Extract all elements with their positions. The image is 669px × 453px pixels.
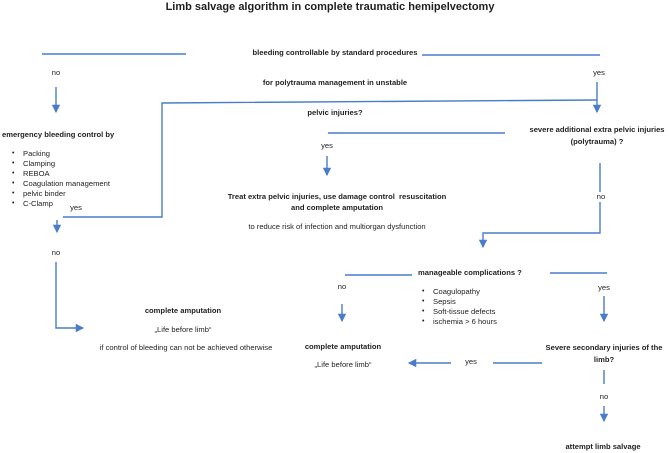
- list-item: Sepsis: [422, 297, 497, 307]
- node-severe-extra-line1: severe additional extra pelvic injuries: [529, 125, 665, 134]
- label-bleeding-yes: yes: [593, 68, 605, 77]
- list-item: Packing: [12, 149, 110, 159]
- label-manageable-yes: yes: [598, 283, 610, 292]
- node-bleeding-line1: bleeding controllable by standard proced…: [252, 48, 418, 57]
- node-bleeding-line2: for polytrauma management in unstable: [262, 78, 408, 87]
- node-bleeding-controllable: bleeding controllable by standard proced…: [253, 28, 418, 138]
- manageable-list: CoagulopathySepsisSoft-tissue defectsisc…: [422, 287, 497, 327]
- list-item: Clamping: [12, 159, 110, 169]
- label-severe-yes: yes: [321, 141, 333, 150]
- node-severe-extra-line2: (polytrauma) ?: [570, 137, 624, 146]
- label-emergency-yes: yes: [70, 203, 82, 212]
- label-secondary-yes: yes: [465, 357, 477, 366]
- node-amputation-left-note: if control of bleeding can not be achiev…: [99, 343, 273, 352]
- node-emergency-title: emergency bleeding control by: [2, 130, 115, 139]
- figure-title: Limb salvage algorithm in complete traum…: [165, 1, 495, 13]
- node-secondary-line1: Severe secondary injuries of the: [545, 343, 663, 352]
- list-item: Coagulation management: [12, 179, 110, 189]
- list-item: Coagulopathy: [422, 287, 497, 297]
- list-item: Soft-tissue defects: [422, 307, 497, 317]
- list-item: REBOA: [12, 169, 110, 179]
- list-item: ischemia > 6 hours: [422, 317, 497, 327]
- label-bleeding-no: no: [51, 68, 61, 77]
- node-treat-note: to reduce risk of infection and multiorg…: [248, 222, 426, 231]
- label-secondary-no: no: [599, 392, 609, 401]
- label-severe-no: no: [593, 192, 609, 202]
- emergency-list: PackingClampingREBOACoagulation manageme…: [12, 149, 110, 209]
- label-emergency-no: no: [51, 248, 61, 257]
- node-bleeding-line3: pelvic injuries?: [307, 108, 363, 117]
- node-treat-line1: Treat extra pelvic injuries, use damage …: [227, 192, 447, 201]
- list-item: C-Clamp: [12, 199, 110, 209]
- node-treat-line2: and complete amputation: [291, 203, 383, 212]
- node-amputation-mid-title: complete amputation: [304, 342, 382, 351]
- node-amputation-left-quote: „Life before limb“: [154, 325, 212, 334]
- node-amputation-left-title: complete amputation: [144, 306, 222, 315]
- label-manageable-no: no: [337, 282, 347, 291]
- list-item: pelvic binder: [12, 189, 110, 199]
- node-secondary-line2: limb?: [593, 355, 615, 364]
- node-attempt-limb-salvage: attempt limb salvage: [565, 442, 641, 451]
- node-amputation-mid-quote: „Life before limb“: [314, 360, 372, 369]
- node-manageable-title: manageable complications ?: [418, 268, 522, 277]
